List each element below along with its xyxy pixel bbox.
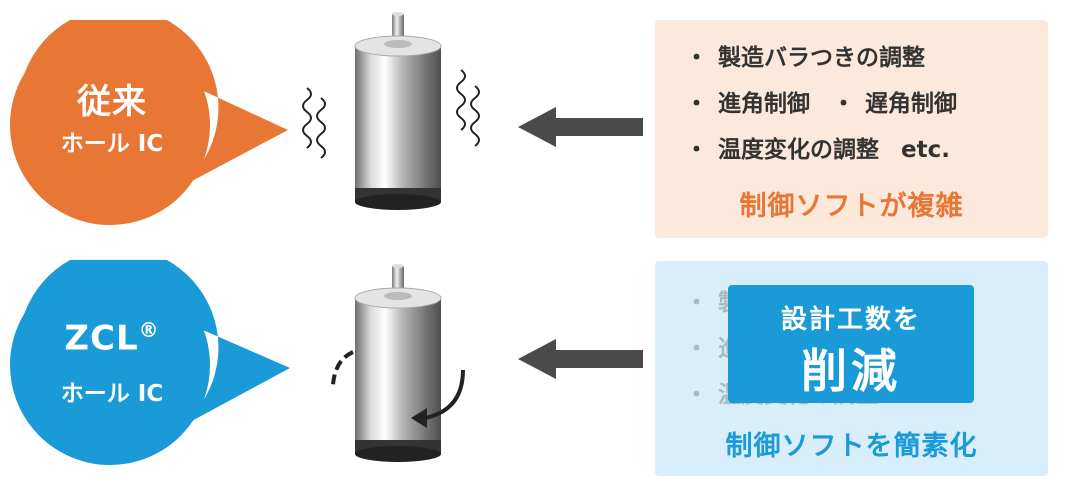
conventional-subtitle: ホール IC <box>60 131 164 157</box>
zcl-title: ZCL® <box>64 318 160 359</box>
zcl-summary: 制御ソフトを簡素化 <box>725 431 978 462</box>
conventional-title: 従来 <box>77 82 147 122</box>
blue-speech-bubble-shape <box>10 260 290 465</box>
zcl-bubble: ZCL® ホール IC <box>0 260 340 480</box>
rotating-motor-illustration <box>331 264 465 462</box>
vibrating-motor-illustration <box>302 12 480 210</box>
reduce-design-effort-badge: 設計工数を 削減 <box>728 285 974 403</box>
conventional-bubble: 従来 ホール IC <box>0 20 340 240</box>
registered-mark: ® <box>138 318 160 342</box>
zcl-subtitle: ホール IC <box>60 381 164 407</box>
badge-line-2: 削減 <box>801 344 901 398</box>
bullet-advance-retard-control: ・進角制御・遅角制御 <box>685 91 957 117</box>
arrow-left-icon <box>518 339 643 379</box>
orange-speech-bubble-shape <box>10 20 288 225</box>
arrow-left-icon <box>518 107 643 147</box>
bullet-manufacturing-variation: ・製造バラつきの調整 <box>685 45 925 71</box>
conventional-summary: 制御ソフトが複雑 <box>739 191 964 222</box>
badge-line-1: 設計工数を <box>780 305 921 335</box>
